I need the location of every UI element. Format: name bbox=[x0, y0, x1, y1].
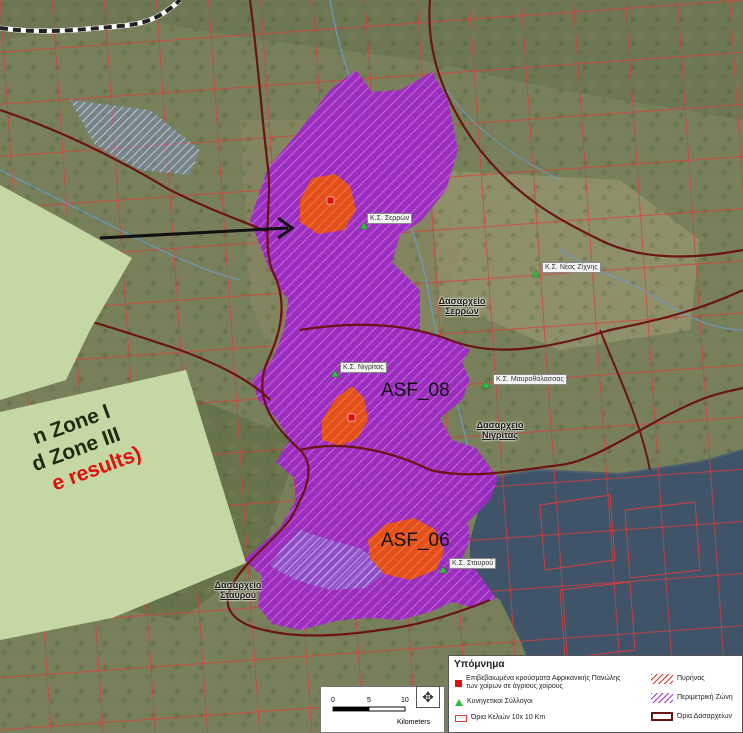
club-marker-mavrothalassa[interactable] bbox=[481, 380, 491, 389]
label-club-mavrothalassa: Κ.Σ. Μαυροθάλασσας bbox=[493, 374, 567, 385]
label-club-nigrita: Κ.Σ. Νιγρίτας bbox=[340, 362, 387, 373]
legend-item-grid-cells: Όρια Κελιών 10x 10 Km bbox=[455, 714, 545, 722]
legend-label-core: Πυρήνας bbox=[677, 675, 705, 682]
label-club-stavros: Κ.Σ. Σταυρού bbox=[449, 558, 497, 569]
scale-tick-10: 10 bbox=[401, 697, 409, 704]
forest-boundary-north-east bbox=[428, 0, 743, 258]
legend-item-core: Πυρήνας bbox=[651, 674, 705, 684]
legend-swatch-core bbox=[651, 674, 673, 684]
club-marker-nea-zichni[interactable] bbox=[531, 269, 541, 278]
legend-item-confirmed-cases: Επιβεβαιωμένα κρούσματα Αφρικανικής Πανώ… bbox=[455, 675, 635, 691]
club-marker-serres[interactable] bbox=[359, 221, 369, 230]
scale-unit: Kilometers bbox=[397, 719, 431, 726]
perimeter-lake-overlay bbox=[270, 530, 390, 590]
scale-bar-graphic bbox=[332, 706, 406, 712]
pointer-arrow-line bbox=[99, 226, 289, 240]
legend-swatch-forest-boundary bbox=[651, 712, 673, 721]
river-west bbox=[0, 169, 241, 281]
scale-tick-5: 5 bbox=[367, 697, 371, 704]
national-border bbox=[0, 0, 182, 34]
legend-item-hunting-clubs: Κυνηγετικοί Σύλλογοι bbox=[455, 698, 533, 706]
core-zone-asf-06 bbox=[368, 518, 444, 580]
river-north bbox=[439, 79, 561, 181]
grid-cells-sea bbox=[539, 494, 701, 659]
scale-tick-0: 0 bbox=[331, 697, 335, 704]
forest-boundary-north-west bbox=[0, 108, 269, 234]
label-club-nea-zichni: Κ.Σ. Νέας Ζίχνης bbox=[542, 262, 601, 273]
callout-note-top bbox=[0, 185, 132, 400]
legend-item-perimeter: Περιμετρική Ζώνη bbox=[651, 693, 733, 703]
label-office-stavros: Δασαρχείο Σταυρού bbox=[214, 580, 262, 600]
label-office-serres: Δασαρχείο Σερρών bbox=[438, 296, 486, 316]
legend-item-forest-boundaries: Όρια Δασαρχείων bbox=[651, 712, 732, 721]
legend-swatch-perimeter bbox=[651, 693, 673, 703]
forest-boundary-west bbox=[226, 0, 491, 637]
legend-swatch-case bbox=[455, 679, 462, 687]
forest-boundary-east-inner bbox=[599, 329, 651, 471]
legend-label-forest-boundaries: Όρια Δασαρχείων bbox=[677, 712, 732, 720]
pointer-arrow-head bbox=[277, 216, 295, 240]
callout-note-bottom bbox=[0, 370, 246, 640]
legend-label-perimeter: Περιμετρική Ζώνη bbox=[677, 694, 733, 701]
legend-label-confirmed-cases: Επιβεβαιωμένα κρούσματα Αφρικανικής Πανώ… bbox=[466, 675, 621, 690]
legend-swatch-club bbox=[455, 698, 463, 706]
case-marker-asf-08[interactable] bbox=[347, 413, 356, 422]
label-club-serres: Κ.Σ. Σερρών bbox=[367, 213, 413, 224]
compass-icon: ✥ bbox=[416, 686, 440, 708]
legend: Υπόμνημα Επιβεβαιωμένα κρούσματα Αφρικαν… bbox=[448, 655, 743, 733]
lake-area bbox=[70, 100, 200, 175]
club-marker-stavros[interactable] bbox=[438, 565, 448, 574]
core-zone-asf-08 bbox=[322, 386, 368, 446]
legend-swatch-grid bbox=[455, 714, 467, 722]
club-marker-nigrita[interactable] bbox=[330, 369, 340, 378]
legend-label-hunting-clubs: Κυνηγετικοί Σύλλογοι bbox=[467, 698, 533, 705]
case-marker-serres[interactable] bbox=[326, 196, 335, 205]
label-asf-08: ASF_08 bbox=[381, 380, 450, 401]
legend-label-grid-cells: Όρια Κελιών 10x 10 Km bbox=[471, 714, 546, 721]
forest-boundary-serres-nigrita bbox=[299, 289, 743, 351]
legend-title: Υπόμνημα bbox=[454, 659, 505, 670]
forest-boundary-nigrita-stavros bbox=[299, 386, 743, 476]
label-asf-06: ASF_06 bbox=[381, 530, 450, 551]
label-office-nigrita: Δασαρχείο Νιγρίτας bbox=[476, 420, 524, 440]
